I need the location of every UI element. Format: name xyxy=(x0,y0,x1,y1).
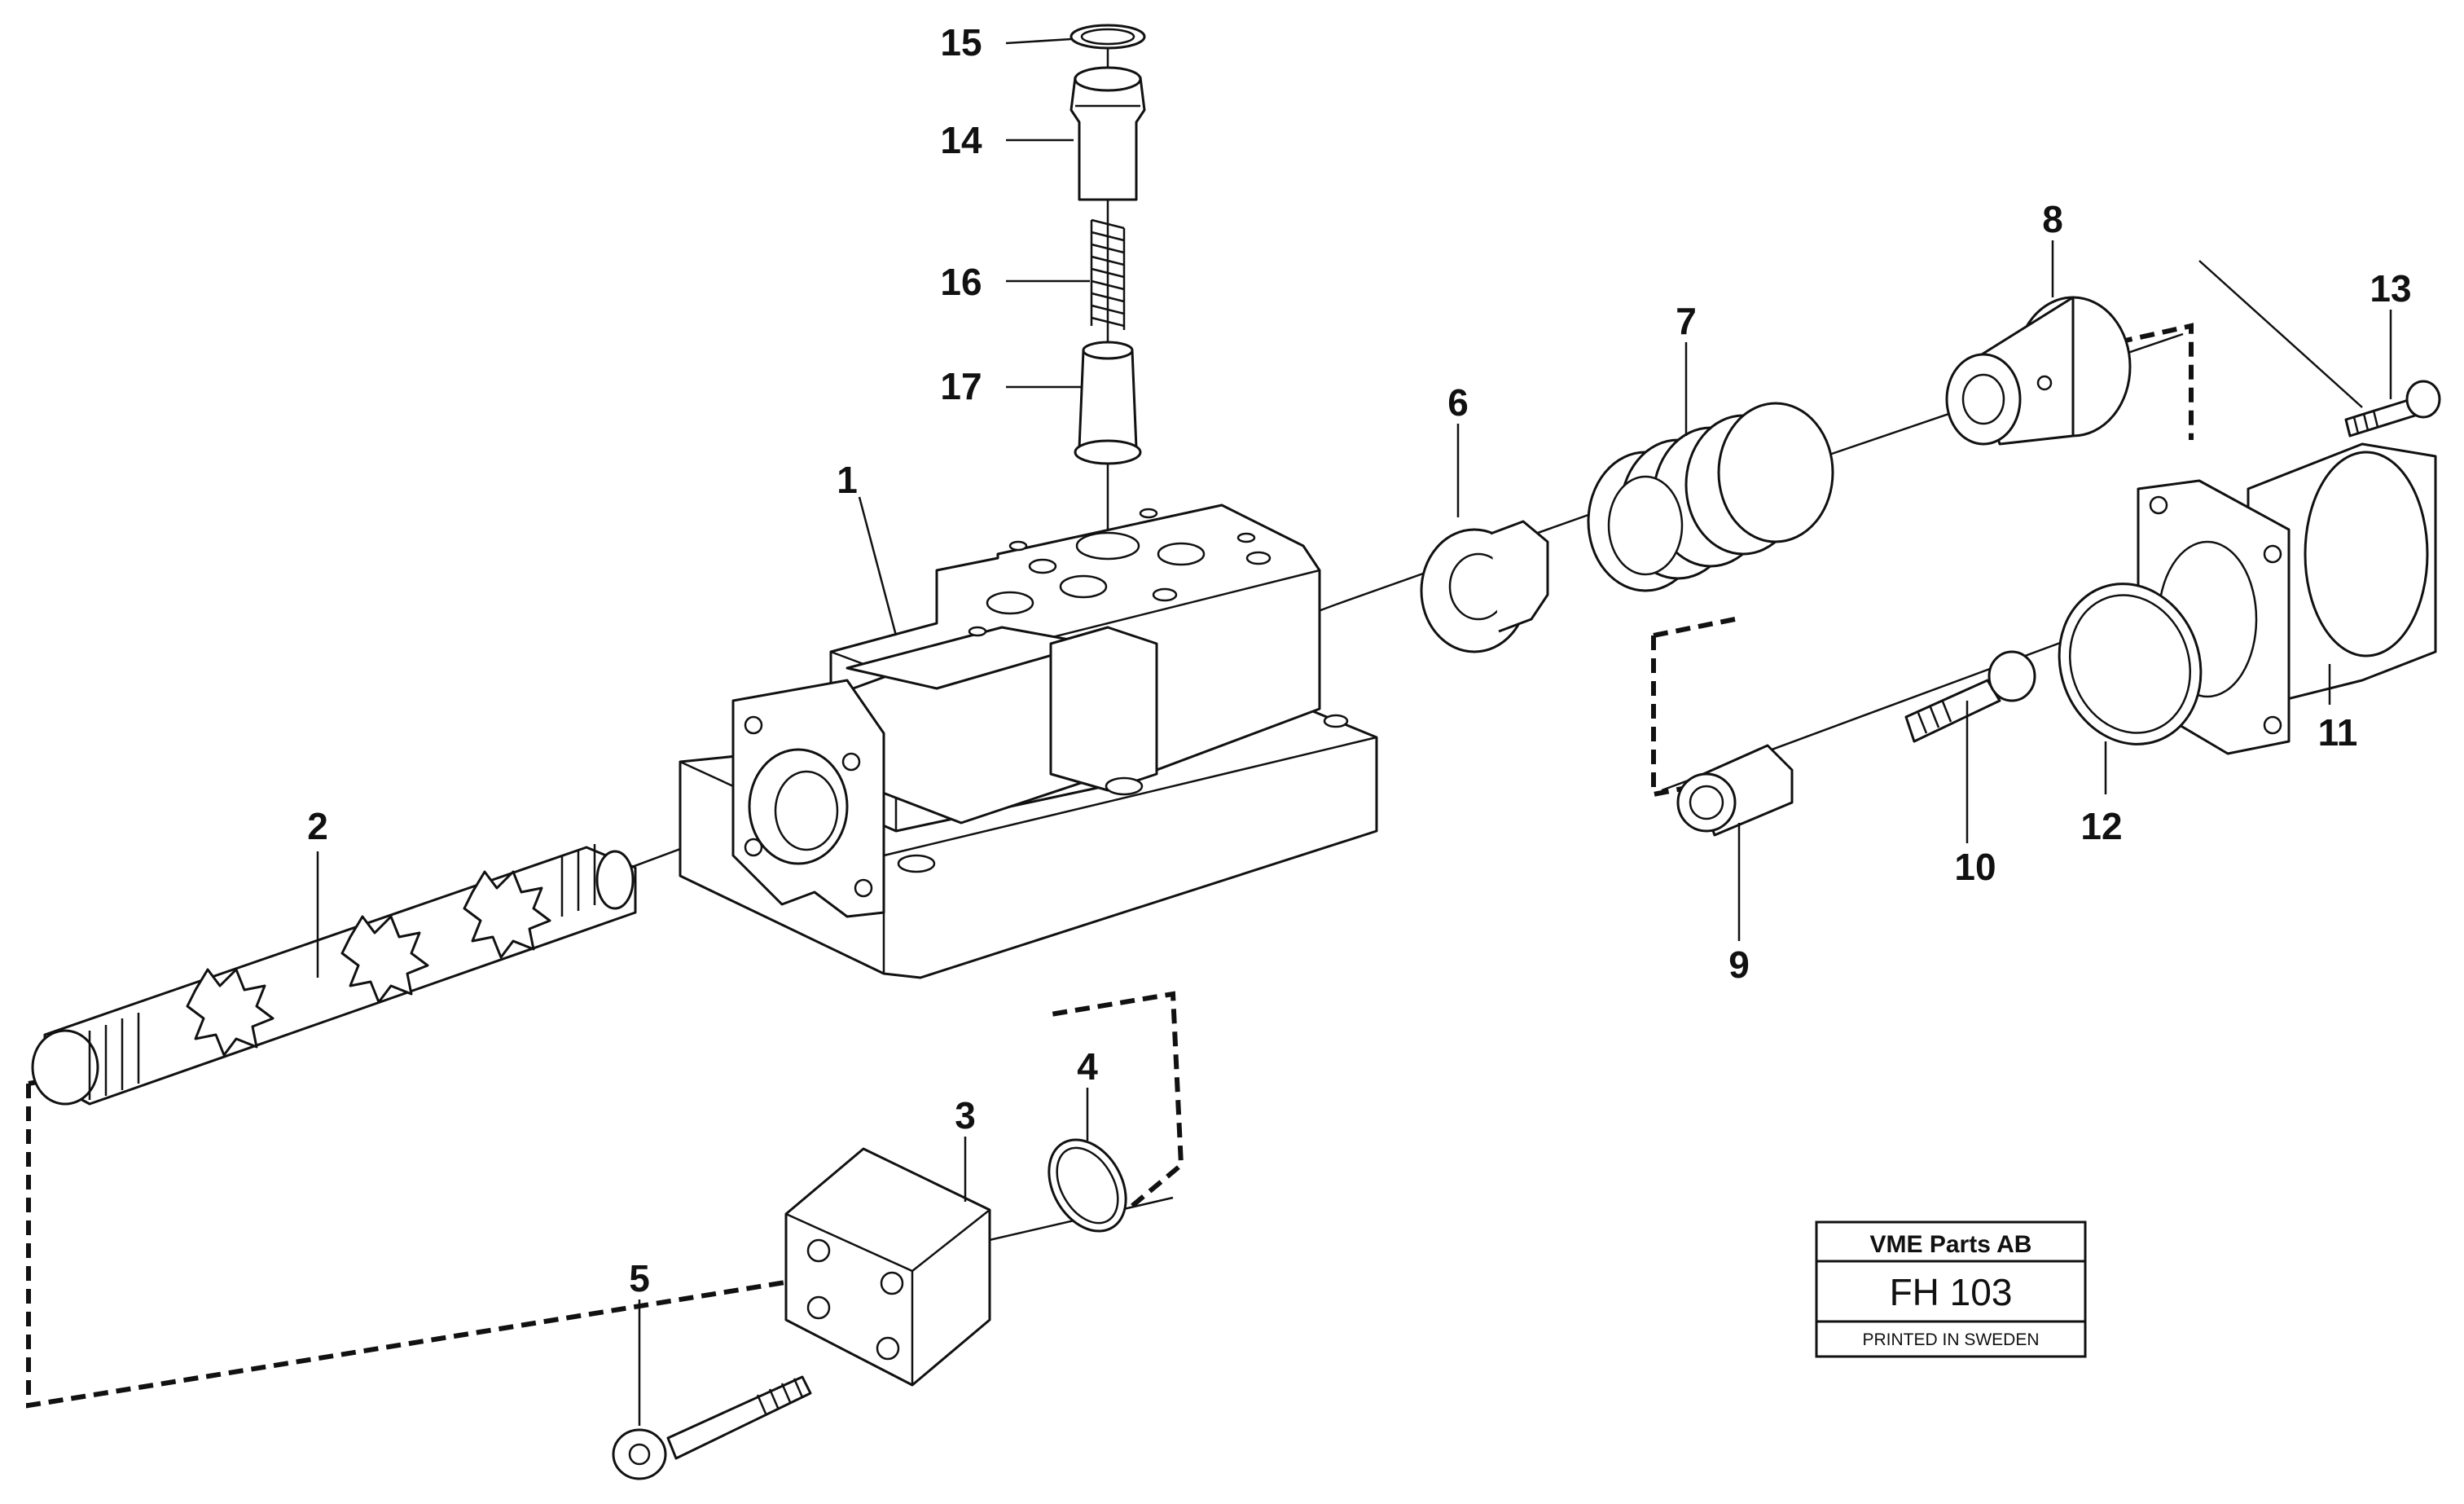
part-5-screw xyxy=(612,1375,812,1480)
callout-5: 5 xyxy=(629,1257,650,1300)
part-9-sleeve xyxy=(1676,744,1794,837)
callout-3: 3 xyxy=(955,1094,976,1137)
part-7-spring xyxy=(1587,402,1834,592)
callout-11: 11 xyxy=(2318,711,2358,754)
callout-10: 10 xyxy=(1954,846,1996,888)
part-14-valve-plug xyxy=(1069,66,1146,201)
title-block-company: VME Parts AB xyxy=(1870,1231,2032,1258)
callout-17: 17 xyxy=(940,365,982,407)
part-3-cover-block xyxy=(784,1147,991,1387)
callout-8: 8 xyxy=(2042,198,2063,240)
title-block: VME Parts AB FH 103 PRINTED IN SWEDEN xyxy=(1815,1220,2087,1358)
callout-13: 13 xyxy=(2370,267,2411,310)
callout-1: 1 xyxy=(837,459,858,501)
callout-16: 16 xyxy=(940,261,982,303)
leader-lines xyxy=(316,37,2392,1426)
part-1-valve-housing xyxy=(679,504,1378,979)
callout-12: 12 xyxy=(2080,805,2122,847)
callout-labels: 1 2 3 4 5 6 7 8 9 10 11 12 13 14 15 16 1… xyxy=(307,21,2411,1300)
callout-6: 6 xyxy=(1447,381,1469,424)
part-12-gasket xyxy=(2058,583,2203,745)
part-10-screw xyxy=(1904,650,2036,743)
part-6-spring-seat xyxy=(1420,520,1549,653)
callout-4: 4 xyxy=(1077,1045,1098,1088)
callout-2: 2 xyxy=(307,805,328,847)
title-block-code: FH 103 xyxy=(1890,1271,2013,1313)
callout-9: 9 xyxy=(1728,943,1750,986)
title-block-footer: PRINTED IN SWEDEN xyxy=(1862,1330,2039,1349)
part-8-spring-cup xyxy=(1945,296,2132,446)
part-16-spring xyxy=(1090,218,1126,330)
part-4-o-ring xyxy=(1048,1138,1127,1233)
part-2-spool xyxy=(31,844,637,1106)
part-13-screw xyxy=(2344,380,2441,438)
part-17-valve-sleeve xyxy=(1074,341,1142,465)
callout-14: 14 xyxy=(940,119,982,161)
callout-15: 15 xyxy=(940,21,982,64)
part-15-o-ring xyxy=(1069,24,1146,50)
callout-7: 7 xyxy=(1676,300,1697,342)
